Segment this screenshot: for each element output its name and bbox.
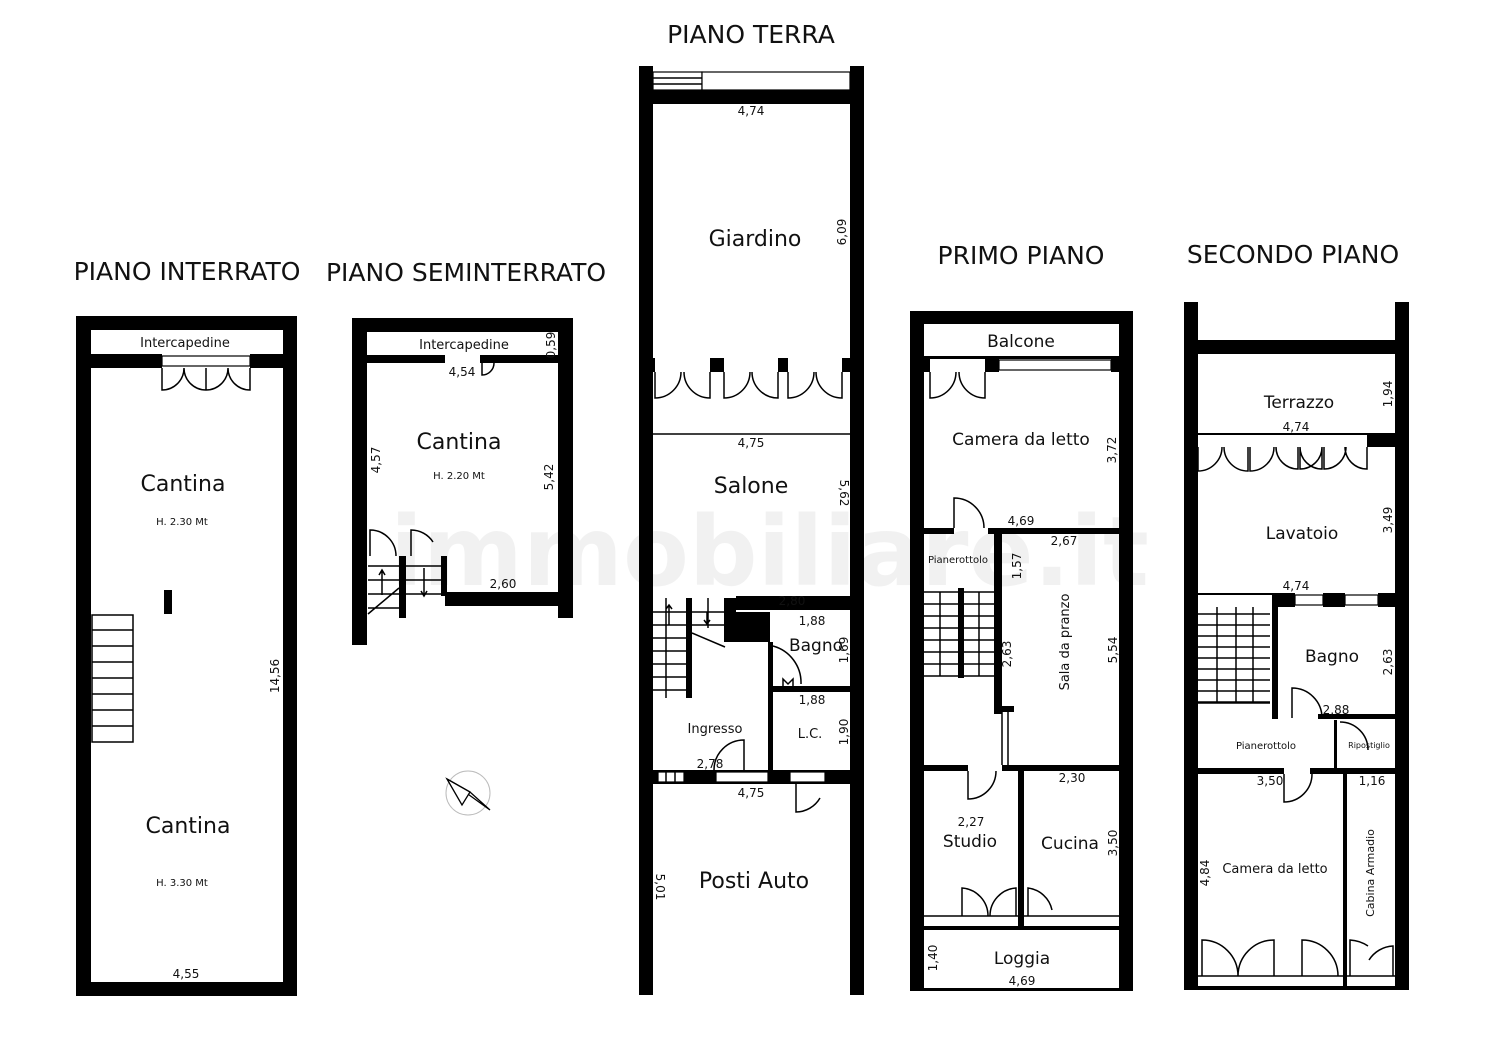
dimension: 1,40 (926, 945, 940, 972)
room-camera-da-letto: Camera da letto (952, 430, 1090, 450)
dimension: 2,88 (1323, 703, 1350, 717)
ceiling-height: H. 3.30 Mt (156, 878, 208, 889)
room-giardino: Giardino (709, 227, 802, 252)
room-terrazzo: Terrazzo (1263, 393, 1334, 413)
dimension: 2,60 (490, 577, 517, 591)
room-lc: L.C. (798, 727, 823, 742)
room-ripostiglio: Ripostiglio (1348, 741, 1390, 750)
room-pianerottolo: Pianerottolo (1236, 741, 1296, 752)
room-balcone: Balcone (987, 332, 1055, 352)
dimension: 4,57 (369, 447, 383, 474)
dimension: 4,74 (738, 104, 765, 118)
dimension: 5,62 (837, 480, 851, 507)
dimension: 4,75 (738, 786, 765, 800)
room-posti-auto: Posti Auto (699, 869, 809, 894)
dimension: 2,80 (779, 594, 806, 608)
dimension: 4,74 (1283, 579, 1310, 593)
dimension: 5,01 (653, 874, 667, 901)
openings-primo (924, 359, 1119, 917)
dimension: 1,69 (837, 637, 851, 664)
north-arrow-icon (445, 770, 491, 816)
dimension: 4,54 (449, 365, 476, 379)
room-studio: Studio (943, 832, 997, 852)
dimension: 0,59 (544, 332, 558, 359)
dimension: 4,55 (173, 967, 200, 981)
room-intercapedine: Intercapedine (419, 338, 509, 353)
stairs-terra (653, 598, 726, 698)
room-sala-da-pranzo: Sala da pranzo (1058, 594, 1073, 691)
room-pianerottolo: Pianerottolo (928, 555, 988, 566)
dimension: 2,30 (1059, 771, 1086, 785)
dimension: 4,84 (1198, 860, 1212, 887)
floor-interrato: PIANO INTERRATO Intercapedine Cantina H.… (74, 257, 301, 996)
stairs-secondo (1198, 607, 1270, 704)
dimension: 2,63 (1381, 649, 1395, 676)
walls-primo (910, 311, 1133, 991)
floor-title-seminterrato: PIANO SEMINTERRATO (326, 258, 606, 287)
walls-secondo (1184, 302, 1409, 990)
dimension: 1,88 (799, 693, 826, 707)
walls-terra (639, 66, 864, 995)
room-cantina-lower: Cantina (146, 814, 231, 839)
floor-secondo: SECONDO PIANO Terra (1184, 240, 1409, 990)
room-bagno: Bagno (789, 636, 843, 656)
dimension: 2,78 (697, 757, 724, 771)
ceiling-height: H. 2.30 Mt (156, 517, 208, 528)
room-salone: Salone (714, 474, 789, 499)
room-bagno: Bagno (1305, 647, 1359, 667)
floor-title-terra: PIANO TERRA (667, 20, 835, 49)
dimension: 1,57 (1010, 553, 1024, 580)
dimension: 2,27 (958, 815, 985, 829)
windows-terra (652, 71, 851, 813)
dimension: 3,50 (1257, 774, 1284, 788)
room-intercapedine: Intercapedine (140, 336, 230, 351)
floor-terra: PIANO TERRA (639, 20, 864, 995)
room-cantina: Cantina (417, 430, 502, 455)
floor-title-interrato: PIANO INTERRATO (74, 257, 301, 286)
stairs-seminterrato (367, 529, 441, 615)
dimension: 6,09 (835, 219, 849, 246)
dimension: 4,75 (738, 436, 765, 450)
dimension: 4,69 (1009, 974, 1036, 988)
dimension: 4,74 (1283, 420, 1310, 434)
door-seminterrato (481, 362, 495, 376)
dimension: 5,42 (542, 464, 556, 491)
dimension: 3,50 (1106, 830, 1120, 857)
dimension: 1,88 (799, 614, 826, 628)
room-loggia: Loggia (994, 949, 1050, 969)
floor-seminterrato: PIANO SEMINTERRATO Intercapedine 0,59 4,… (326, 258, 606, 816)
dimension: 14,56 (268, 659, 282, 693)
room-camera-da-letto: Camera da letto (1222, 862, 1327, 877)
room-cantina-upper: Cantina (141, 472, 226, 497)
dimension: 4,69 (1008, 514, 1035, 528)
dimension: 1,90 (837, 719, 851, 746)
stairs-interrato (91, 614, 134, 743)
room-cabina-armadio: Cabina Armadio (1364, 829, 1377, 917)
dimension: 2,63 (1000, 641, 1014, 668)
dimension: 3,72 (1105, 437, 1119, 464)
stairs-primo (924, 591, 994, 677)
dimension: 3,49 (1381, 507, 1395, 534)
room-cucina: Cucina (1041, 834, 1099, 854)
dimension: 1,16 (1359, 774, 1386, 788)
walls-interrato (76, 316, 297, 996)
ceiling-height: H. 2.20 Mt (433, 471, 485, 482)
dimension: 2,67 (1051, 534, 1078, 548)
floor-primo: PRIMO PIANO Balcone Ca (910, 241, 1133, 991)
room-ingresso: Ingresso (688, 722, 743, 737)
walls-seminterrato (352, 318, 573, 645)
door-interrato (161, 355, 251, 391)
watermark: immobiliare.it (390, 496, 1149, 608)
floor-title-primo: PRIMO PIANO (938, 241, 1105, 270)
room-lavatoio: Lavatoio (1266, 524, 1339, 544)
dimension: 5,54 (1106, 637, 1120, 664)
dimension: 1,94 (1381, 381, 1395, 408)
floor-title-secondo: SECONDO PIANO (1187, 240, 1399, 269)
openings-secondo (1197, 446, 1395, 977)
